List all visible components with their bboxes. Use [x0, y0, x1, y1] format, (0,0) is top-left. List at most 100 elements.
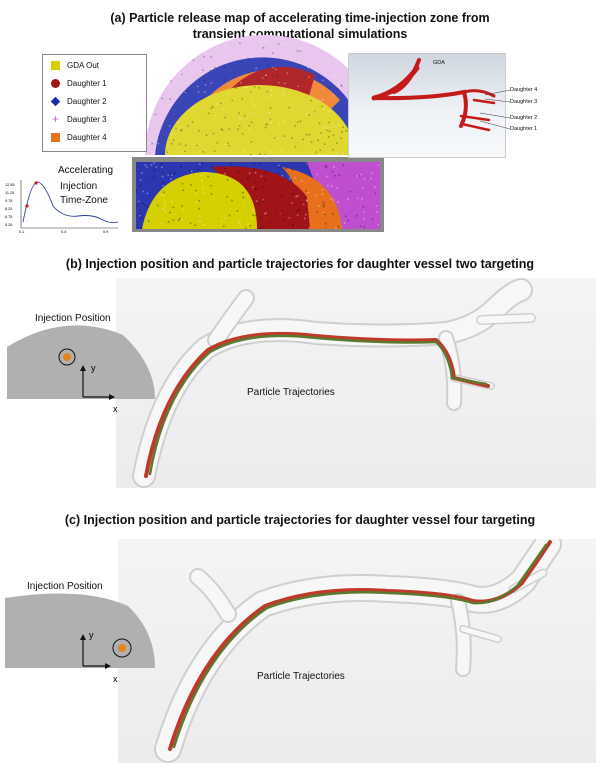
speckle-dot — [270, 121, 272, 124]
speckle-dot — [229, 162, 232, 165]
speckle-dot — [317, 76, 319, 79]
panel-c-injection-circle — [112, 638, 132, 658]
speckle-dot — [274, 68, 277, 71]
speckle-dot — [137, 200, 140, 203]
speckle-dot — [197, 168, 199, 171]
speckle-dot — [151, 142, 153, 145]
panel-c-axis-x: x — [113, 674, 118, 684]
speckle-dot — [377, 164, 380, 166]
speckle-dot — [164, 210, 167, 212]
speckle-dot — [326, 126, 329, 129]
panel-c-trajectory-red — [168, 540, 552, 751]
speckle-dot — [266, 64, 269, 67]
speckle-dot — [308, 76, 311, 79]
speckle-dot — [250, 90, 252, 93]
speckle-dot — [212, 132, 215, 135]
speckle-dot — [294, 124, 296, 127]
speckle-dot — [297, 105, 300, 108]
speckle-dot — [178, 143, 181, 145]
speckle-dot — [261, 186, 264, 189]
speckle-dot — [162, 184, 165, 187]
speckle-dot — [263, 212, 266, 215]
speckle-dot — [209, 69, 212, 71]
speckle-dot — [282, 120, 285, 122]
speckle-dot — [170, 178, 172, 180]
speckle-dot — [196, 201, 199, 204]
speckle-dot — [195, 192, 198, 195]
speckle-dot — [136, 203, 139, 206]
legend-item-daughter2: Daughter 2 — [50, 96, 107, 107]
speckle-dot — [152, 176, 155, 179]
speckle-dot — [294, 146, 297, 148]
speckle-dot — [363, 218, 366, 221]
vessel-render: GDA — [348, 53, 506, 158]
speckle-dot — [252, 214, 255, 217]
speckle-dot — [278, 81, 280, 84]
speckle-dot — [291, 137, 293, 140]
speckle-dot — [244, 227, 247, 230]
speckle-dot — [236, 170, 239, 173]
speckle-dot — [362, 210, 365, 213]
speckle-dot — [251, 216, 254, 219]
speckle-dot — [201, 97, 204, 100]
inset-ytick: 5.25 — [5, 223, 12, 227]
speckle-dot — [334, 227, 337, 230]
speckle-dot — [280, 149, 283, 152]
legend-label: Daughter 3 — [67, 115, 107, 124]
speckle-dot — [231, 99, 234, 102]
panel-b-vessel-background — [116, 278, 596, 488]
speckle-dot — [259, 227, 262, 230]
speckle-dot — [341, 131, 343, 134]
speckle-dot — [188, 79, 191, 81]
panel-b-injection-label: Injection Position — [35, 313, 111, 324]
speckle-dot — [254, 214, 257, 217]
speckle-dot — [321, 188, 324, 191]
speckle-dot — [171, 174, 174, 177]
speckle-dot — [343, 222, 346, 224]
speckle-dot — [316, 173, 319, 176]
speckle-dot — [254, 187, 257, 190]
speckle-dot — [243, 114, 246, 117]
speckle-dot — [323, 143, 326, 146]
speckle-dot — [197, 91, 200, 93]
speckle-dot — [335, 187, 338, 190]
vessel-label-daughter4: Daughter 4 — [510, 87, 538, 93]
speckle-dot — [213, 150, 216, 152]
speckle-dot — [332, 95, 335, 97]
speckle-dot — [283, 43, 286, 45]
speckle-dot — [263, 120, 265, 123]
speckle-dot — [328, 121, 331, 124]
speckle-dot — [332, 199, 335, 201]
speckle-dot — [169, 98, 171, 100]
speckle-dot — [250, 56, 253, 59]
speckle-dot — [268, 220, 271, 223]
speckle-dot — [210, 56, 212, 58]
speckle-dot — [252, 99, 254, 102]
speckle-dot — [211, 106, 214, 108]
speckle-dot — [142, 190, 145, 193]
speckle-dot — [285, 167, 287, 170]
speckle-dot — [172, 139, 175, 142]
speckle-dot — [322, 205, 325, 208]
speckle-dot — [260, 175, 263, 178]
speckle-dot — [322, 79, 324, 82]
speckle-dot — [252, 162, 255, 165]
speckle-dot — [331, 185, 333, 188]
speckle-dot — [377, 223, 379, 226]
speckle-dot — [278, 166, 281, 169]
speckle-dot — [209, 67, 212, 70]
speckle-dot — [296, 50, 299, 52]
speckle-dot — [265, 171, 268, 174]
panel-c-cross-section — [5, 593, 155, 668]
speckle-dot — [180, 128, 183, 131]
speckle-dot — [167, 220, 170, 223]
legend-item-daughter3: + Daughter 3 — [51, 113, 107, 125]
speckle-dot — [167, 173, 170, 176]
speckle-dot — [336, 87, 339, 90]
speckle-dot — [139, 214, 141, 217]
speckle-dot — [291, 169, 294, 172]
speckle-dot — [330, 122, 333, 125]
speckle-dot — [302, 203, 305, 206]
panel-b-injection-particles — [63, 353, 71, 361]
speckle-dot — [153, 162, 156, 165]
